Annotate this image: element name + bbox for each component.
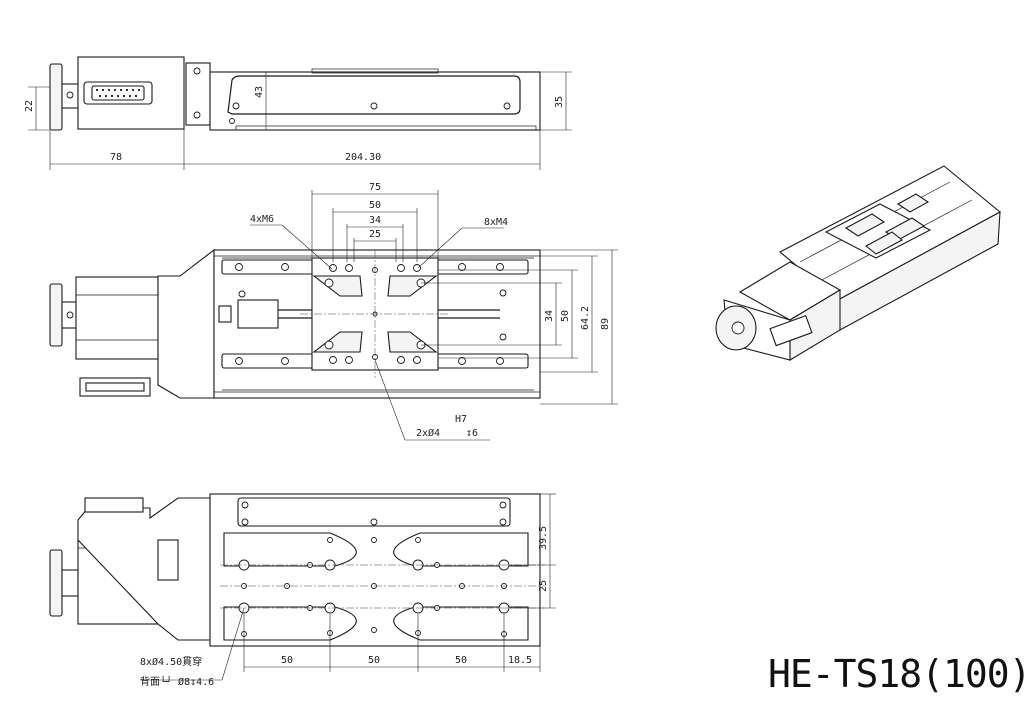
dim-height-right: 35 xyxy=(554,96,565,108)
callout-pin: 2xØ4 xyxy=(416,427,440,439)
iso-connector xyxy=(769,314,813,347)
note-line1: 8xØ4.50貫穿 xyxy=(140,655,202,668)
dim-w25: 25 xyxy=(369,229,381,240)
callout-fit: H7 xyxy=(455,414,467,425)
dim-len-motor: 78 xyxy=(110,152,122,163)
dim-p3: 50 xyxy=(455,655,467,666)
connector-pins xyxy=(95,88,141,98)
dim-len-body: 204.30 xyxy=(345,152,381,163)
connector-face xyxy=(91,85,145,101)
dim-w50: 50 xyxy=(369,200,381,211)
callout-depth: ↧6 xyxy=(466,428,478,439)
knob-screw xyxy=(66,91,74,99)
stage-body-side xyxy=(209,71,541,131)
knob-side xyxy=(49,63,63,131)
rail-holes xyxy=(235,263,507,365)
carriage-top xyxy=(311,68,439,74)
callout-m6: 4xM6 xyxy=(250,214,274,225)
adapter xyxy=(157,248,215,399)
dim-p2: 50 xyxy=(368,655,380,666)
motor-plan xyxy=(75,276,159,360)
dim-h34: 34 xyxy=(544,310,555,322)
dim-h89: 89 xyxy=(600,318,611,330)
callout-m4: 8xM4 xyxy=(484,217,508,228)
top-view: 22 43 35 78 204.30 xyxy=(24,56,572,170)
dim-h64: 64.2 xyxy=(580,306,591,330)
bottom-view: 39.5 25 50 50 50 18.5 8xØ4.50貫穿 背面└┘ Ø8↧… xyxy=(49,493,556,688)
dim-height-left: 22 xyxy=(24,100,35,112)
carriage-holes xyxy=(324,264,426,364)
dim-height-mid: 43 xyxy=(254,86,265,98)
iso-carriage xyxy=(824,203,932,259)
dim-v1: 39.5 xyxy=(538,526,549,550)
coupling xyxy=(237,299,279,329)
isometric-view xyxy=(715,165,1001,361)
cover-strip xyxy=(237,497,511,527)
dim-w75: 75 xyxy=(369,182,381,193)
model-title: HE-TS18(100) xyxy=(768,652,1024,696)
dim-p1: 50 xyxy=(281,655,293,666)
front-view: 75 50 34 25 34 50 64.2 89 4xM6 8xM4 H7 2… xyxy=(49,182,618,441)
note-line2: 背面└┘ Ø8↧4.6 xyxy=(140,675,214,688)
dim-h50: 50 xyxy=(560,310,571,322)
dim-v2: 25 xyxy=(538,580,549,592)
dim-p4: 18.5 xyxy=(508,655,532,666)
base-rib-tr xyxy=(393,532,529,567)
side-cover xyxy=(227,75,521,115)
dim-w34: 34 xyxy=(369,215,381,226)
base-rib-br xyxy=(393,606,529,641)
